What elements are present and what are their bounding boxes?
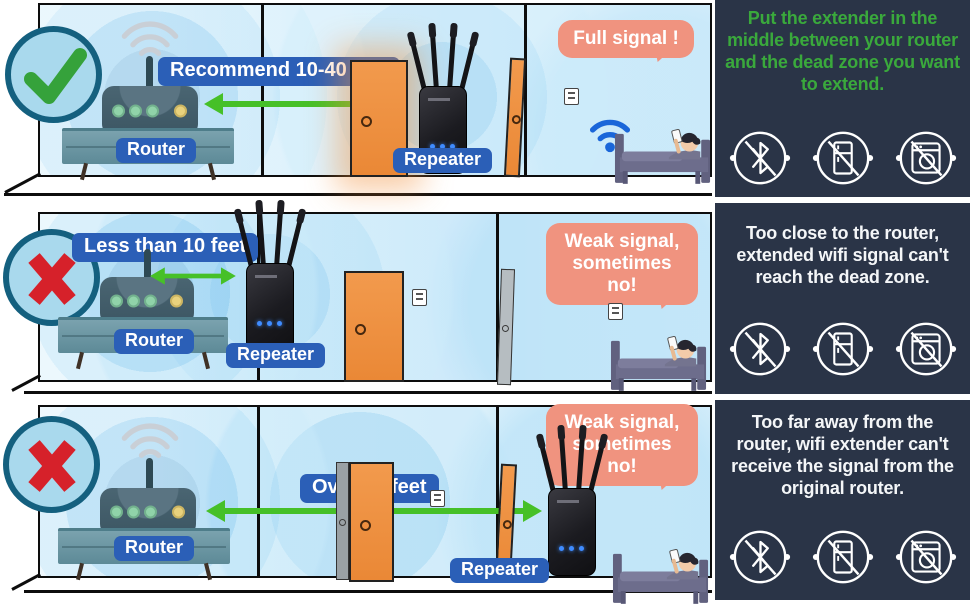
floor-line <box>11 573 41 591</box>
prohibited-icons <box>715 318 970 380</box>
floor-line <box>24 391 712 394</box>
check-icon <box>5 26 102 123</box>
wall <box>524 3 527 177</box>
router-led <box>146 104 159 118</box>
wall-outlet <box>412 289 427 306</box>
router-antenna <box>144 249 151 279</box>
repeater-led <box>559 546 564 551</box>
scene-recommended: Router Recommend 10-40 feet Repeater Ful… <box>0 0 712 197</box>
door <box>349 462 394 582</box>
no-washing-machine-icon <box>895 127 957 189</box>
wall <box>257 405 260 578</box>
router-led <box>110 294 123 308</box>
cross-badge <box>3 416 100 513</box>
router-antenna <box>146 56 153 90</box>
repeater-led <box>450 144 455 149</box>
router-label: Router <box>116 138 196 163</box>
router-device <box>102 86 198 136</box>
speech-bubble: Full signal ! <box>558 20 694 59</box>
row-too-far: Router Over 40 feet Weak signal, sometim… <box>0 400 970 600</box>
repeater-device <box>246 263 294 351</box>
distance-arrow <box>150 267 236 285</box>
router-led <box>129 104 142 118</box>
floor-line <box>24 590 712 593</box>
scene-too-far: Router Over 40 feet Weak signal, sometim… <box>0 400 712 600</box>
no-refrigerator-icon <box>812 127 874 189</box>
person-in-bed <box>614 114 712 189</box>
repeater-led <box>569 546 574 551</box>
arrow-head-right <box>220 267 236 285</box>
floor-line <box>4 193 712 196</box>
wall-outlet <box>608 303 623 320</box>
router-label: Router <box>114 329 194 354</box>
no-refrigerator-icon <box>812 526 874 588</box>
distance-badge: Less than 10 feet <box>72 233 259 262</box>
wall <box>496 405 499 578</box>
repeater-led <box>440 144 445 149</box>
repeater-led <box>430 144 435 149</box>
panel-caption: Too far away from the router, wifi exten… <box>731 412 954 498</box>
arrow-shaft <box>216 101 396 107</box>
panel-caption: Put the extender in the middle between y… <box>725 8 960 94</box>
door-frame <box>336 462 349 580</box>
router-led <box>144 505 157 519</box>
repeater-label: Repeater <box>393 148 493 173</box>
router-label: Router <box>114 536 194 561</box>
wall-outlet <box>430 490 445 507</box>
person-in-bed <box>612 534 710 609</box>
panel-caption: Too close to the router, extended wifi s… <box>736 223 949 287</box>
row-too-close: Less than 10 feet Router <box>0 202 970 396</box>
arrow-head-left <box>204 93 223 115</box>
check-badge <box>5 26 102 123</box>
floor-line <box>11 374 41 392</box>
no-bluetooth-icon <box>729 526 791 588</box>
arrow-head-left <box>150 267 165 285</box>
arrow-head-right <box>523 500 542 522</box>
floor-line <box>4 172 42 194</box>
repeater <box>537 427 607 580</box>
router-led <box>112 104 125 118</box>
repeater-device <box>548 488 596 576</box>
no-bluetooth-icon <box>729 127 791 189</box>
router-antenna <box>146 458 153 490</box>
door <box>350 60 408 177</box>
repeater-label: Repeater <box>226 343 326 368</box>
repeater-led <box>267 321 272 326</box>
no-refrigerator-icon <box>812 318 874 380</box>
arrow-shaft <box>159 273 227 279</box>
prohibited-icons <box>715 127 970 189</box>
repeater-led <box>257 321 262 326</box>
router-led <box>127 505 140 519</box>
cross-icon <box>3 416 100 513</box>
router-led <box>110 505 123 519</box>
speech-bubble: Weak signal, sometimes no! <box>546 404 698 487</box>
no-washing-machine-icon <box>895 318 957 380</box>
person-in-bed <box>610 321 708 396</box>
wall <box>261 3 264 177</box>
router-led <box>170 294 183 308</box>
scene-too-close: Less than 10 feet Router <box>0 202 712 396</box>
repeater-label: Repeater <box>450 558 550 583</box>
repeater-led <box>277 321 282 326</box>
repeater <box>235 202 305 355</box>
repeater-led <box>579 546 584 551</box>
arrow-head-left <box>206 500 225 522</box>
prohibited-icons <box>715 526 970 588</box>
door <box>344 271 404 382</box>
info-panel: Put the extender in the middle between y… <box>715 0 970 197</box>
router-led <box>172 505 185 519</box>
router-led <box>144 294 157 308</box>
info-panel: Too far away from the router, wifi exten… <box>715 400 970 600</box>
no-washing-machine-icon <box>895 526 957 588</box>
router-led <box>127 294 140 308</box>
info-panel: Too close to the router, extended wifi s… <box>715 203 970 394</box>
row-recommended-distance: Router Recommend 10-40 feet Repeater Ful… <box>0 0 970 197</box>
speech-bubble: Weak signal, sometimes no! <box>546 223 698 306</box>
wall <box>496 212 499 382</box>
router-led <box>174 104 187 118</box>
wall-outlet <box>564 88 579 105</box>
no-bluetooth-icon <box>729 318 791 380</box>
